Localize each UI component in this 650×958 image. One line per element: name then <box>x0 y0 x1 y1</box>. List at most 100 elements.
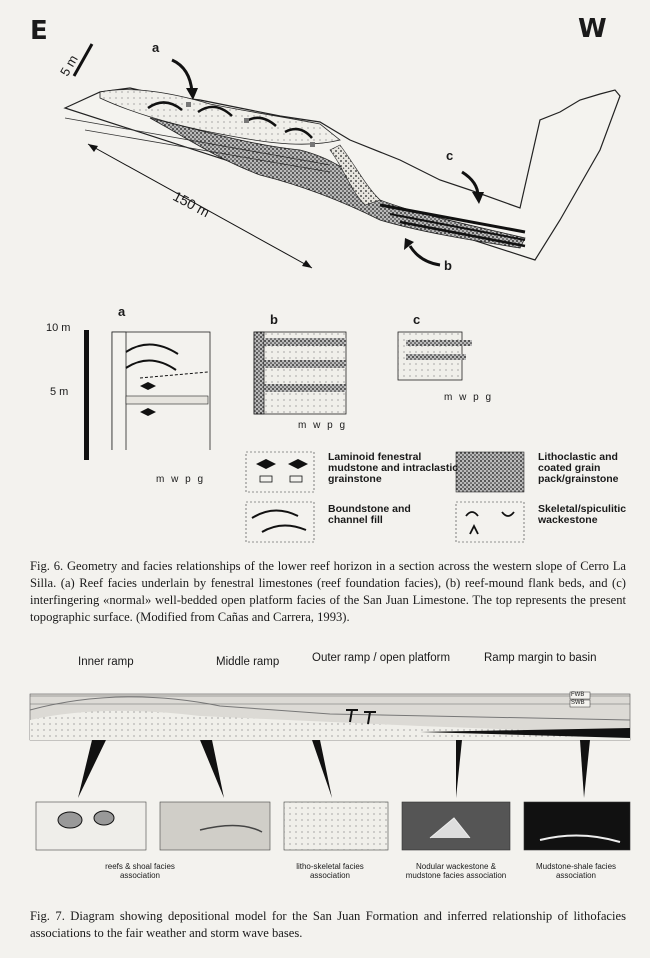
section-label-b: b <box>270 312 278 327</box>
zone-label-outer-ramp: Outer ramp / open platform <box>312 652 451 664</box>
legend-box-skeletal <box>455 501 525 543</box>
legend-boundstone-arc <box>261 524 307 533</box>
cross-section-sketch <box>63 43 621 269</box>
basin-shale <box>420 728 630 738</box>
locator-label-a: a <box>152 40 160 55</box>
boundstone-arc <box>284 127 313 139</box>
assoc-label-reefs: reefs & shoal facies association <box>105 862 175 880</box>
orientation-east: E <box>30 16 48 46</box>
legend-skeletal-symbol <box>465 511 479 517</box>
bed-line <box>379 203 526 234</box>
legend-fenestral-symbol <box>256 459 276 469</box>
boundstone-arc <box>125 359 177 371</box>
legend-intraclast-symbol <box>289 475 303 483</box>
skeletal-grain <box>199 824 263 833</box>
facies-funnel <box>456 740 462 798</box>
facies-box-mudstone-shale <box>523 801 631 851</box>
arrow-head <box>302 260 312 268</box>
section-b-axis: m w p g <box>298 420 348 431</box>
legend-box-fenestral <box>245 451 315 493</box>
arrow-head <box>186 88 198 100</box>
section-scale-mid: 5 m <box>50 386 69 398</box>
fwb-tag <box>569 691 591 700</box>
arrow-head <box>88 144 98 152</box>
arrow-head <box>472 192 484 204</box>
facies-box-litho <box>283 801 389 851</box>
section-scale-bar <box>84 330 89 460</box>
fossil-marker <box>186 102 191 107</box>
legend-label-lithoclastic: Lithoclastic and coated grain pack/grain… <box>538 451 619 485</box>
section-label-a: a <box>118 304 126 319</box>
facies-box-middle <box>159 801 271 851</box>
section-label-c: c <box>413 312 421 327</box>
section-c-bed <box>406 354 466 360</box>
shale-lamina <box>539 834 621 843</box>
legend-skeletal-symbol <box>469 523 479 535</box>
section-a-axis: m w p g <box>156 474 206 485</box>
intraclastic-bed <box>125 395 209 405</box>
shoal-symbol <box>364 711 376 725</box>
height-scale-bar <box>72 43 94 77</box>
locator-arrow-b <box>408 245 441 267</box>
arrow-head <box>404 238 414 250</box>
zone-label-middle-ramp: Middle ramp <box>216 656 280 668</box>
flank-beds <box>329 144 381 206</box>
channel-fill <box>139 371 209 379</box>
legend-skeletal-symbol <box>501 511 515 517</box>
fenestral-symbol <box>140 408 156 416</box>
locator-label-b: b <box>444 258 452 273</box>
legend-label-boundstone: Boundstone and channel fill <box>328 503 411 526</box>
fenestral-symbol <box>140 382 156 390</box>
stratigraphic-sections <box>111 331 472 450</box>
section-c-bed <box>406 340 472 346</box>
legend-label-skeletal: Skeletal/spiculitic wackestone <box>538 503 627 526</box>
reef-fossil <box>57 811 83 829</box>
section-b-base-column <box>253 331 265 415</box>
base-line <box>64 117 331 166</box>
facies-funnel <box>580 740 590 798</box>
facies-funnel <box>78 740 106 798</box>
boundstone-arc <box>197 105 233 117</box>
facies-funnel <box>200 740 224 798</box>
swb-tag <box>569 699 591 708</box>
section-b-bed <box>264 360 346 368</box>
section-b-bed <box>264 384 346 392</box>
nodule <box>429 817 471 839</box>
fwb-label: FWB <box>571 692 585 698</box>
facies-funnel <box>312 740 332 798</box>
legend-intraclast-symbol <box>259 475 273 483</box>
bed-line <box>399 220 526 248</box>
legend-box-boundstone <box>245 501 315 543</box>
section-c-axis: m w p g <box>444 392 494 403</box>
locator-arrow-a <box>171 58 194 93</box>
bed-line <box>389 213 526 241</box>
depositional-model-diagram <box>29 691 631 851</box>
lithoclastic-wedge <box>149 117 526 249</box>
section-a-frame <box>111 331 211 450</box>
section-b-bed <box>264 338 346 346</box>
legend-fenestral-symbol <box>288 459 308 469</box>
fig6-caption: Fig. 6. Geometry and facies relationship… <box>30 559 626 624</box>
locator-label-c: c <box>446 148 454 163</box>
legend-symbols <box>245 451 525 543</box>
facies-box-reefs <box>35 801 147 851</box>
assoc-label-nodular: Nodular wackestone & mudstone facies ass… <box>405 862 507 880</box>
boundstone-arc <box>147 101 183 111</box>
reef-fossil <box>93 810 115 826</box>
base-line <box>84 129 331 173</box>
legend-label-fenestral: Laminoid fenestral mudstone and intracla… <box>328 451 459 485</box>
fig7-caption: Fig. 7. Diagram showing depositional mod… <box>30 909 626 940</box>
assoc-label-litho: litho-skeletal facies association <box>296 862 364 880</box>
zone-label-inner-ramp: Inner ramp <box>78 656 134 668</box>
shoal-symbol <box>346 709 358 723</box>
swb-label: SWB <box>571 700 585 706</box>
boundstone-arc <box>125 343 179 355</box>
section-a-scale-column <box>111 331 127 450</box>
length-scale-line <box>87 143 313 269</box>
section-scale-top: 10 m <box>46 322 71 334</box>
fossil-marker <box>244 118 249 123</box>
legend-box-lithoclastic <box>455 451 525 493</box>
legend-boundstone-arc <box>251 509 299 519</box>
assoc-label-mudstone: Mudstone-shale facies association <box>535 862 617 880</box>
orientation-west: W <box>578 14 607 44</box>
